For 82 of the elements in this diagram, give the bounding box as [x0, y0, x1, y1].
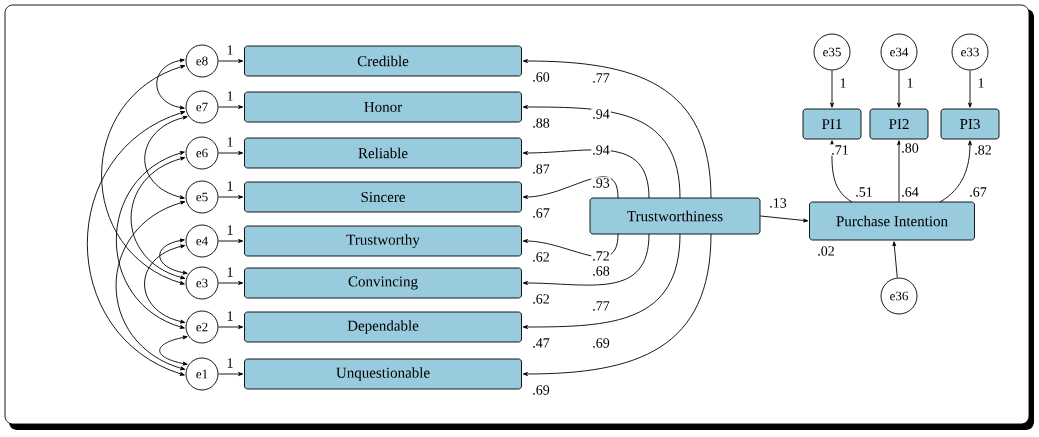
- edge-label: 1: [905, 77, 915, 89]
- arrow: [968, 70, 972, 108]
- coefficient-label: .51: [856, 187, 872, 197]
- edge-label: 1: [838, 77, 848, 89]
- coefficient-label: .02: [818, 246, 834, 256]
- edge-label: .72: [591, 250, 611, 262]
- edge-label: 1: [225, 310, 235, 322]
- edge-label: 1: [225, 266, 235, 278]
- coefficient-label: .47: [533, 338, 550, 348]
- arrow: [218, 151, 244, 155]
- variable-box: PI2: [869, 108, 929, 140]
- edge-label: .82: [973, 144, 993, 156]
- coefficient-label: .87: [533, 164, 550, 174]
- coefficient-label: .69: [533, 385, 550, 395]
- coefficient-label: .67: [970, 187, 987, 197]
- variable-box: Purchase Intention: [809, 201, 975, 241]
- variable-box: PI3: [940, 108, 1000, 140]
- curved-arrow: [522, 233, 650, 286]
- coefficient-label: .62: [533, 294, 549, 304]
- edge-label: 1: [225, 357, 235, 369]
- variable-box: Reliable: [244, 137, 522, 169]
- arrow: [939, 140, 972, 203]
- variable-box: Trustworthiness: [589, 197, 761, 235]
- coefficient-label: .88: [533, 118, 550, 128]
- covariance-arrow: [101, 64, 186, 285]
- curved-arrow: [522, 105, 681, 199]
- arrow: [218, 59, 244, 63]
- covariance-arrow: [115, 151, 185, 329]
- edge-label: .80: [900, 142, 920, 154]
- covariance-arrow: [86, 111, 186, 376]
- curved-arrow: [522, 233, 681, 329]
- edge-label: 1: [976, 77, 986, 89]
- edge-label: 1: [225, 136, 235, 148]
- edge-label: .68: [591, 265, 611, 277]
- variable-box: Trustworthy: [244, 225, 522, 257]
- edge-label: .71: [830, 144, 850, 156]
- covariance-arrow: [130, 156, 186, 280]
- arrow: [218, 239, 244, 243]
- arrow: [218, 195, 244, 199]
- edge-label: .93: [591, 177, 611, 189]
- variable-box: Unquestionable: [244, 358, 522, 390]
- curved-arrow: [522, 149, 650, 199]
- edge-label: .77: [591, 72, 611, 84]
- covariance-arrow: [159, 335, 188, 366]
- variable-box: Sincere: [244, 181, 522, 213]
- arrow: [892, 241, 898, 279]
- covariance-arrow: [156, 58, 185, 110]
- edge-label: 1: [225, 224, 235, 236]
- arrow: [897, 70, 901, 108]
- variable-box: Honor: [244, 91, 522, 123]
- curved-arrow: [522, 233, 619, 258]
- edge-label: .94: [591, 144, 611, 156]
- coefficient-label: .64: [902, 187, 919, 197]
- edge-label: .77: [591, 300, 611, 312]
- arrow: [830, 140, 853, 203]
- edge-label: 1: [225, 180, 235, 192]
- covariance-arrow: [144, 115, 188, 200]
- curved-arrow: [522, 233, 712, 376]
- covariance-arrow: [159, 238, 188, 275]
- curved-arrow: [522, 59, 712, 199]
- covariance-arrow: [144, 244, 186, 324]
- coefficient-label: .60: [533, 72, 550, 82]
- curved-arrow: [522, 176, 619, 199]
- covariance-arrow: [115, 200, 186, 371]
- variable-box: Convincing: [244, 267, 522, 299]
- edge-label: .69: [591, 337, 611, 349]
- edge-label: 1: [225, 90, 235, 102]
- arrow: [218, 325, 244, 329]
- edge-label: .13: [768, 197, 788, 209]
- variable-box: Dependable: [244, 311, 522, 343]
- arrow: [218, 105, 244, 109]
- variable-box: PI1: [802, 108, 862, 140]
- arrow: [830, 70, 834, 108]
- arrow: [897, 140, 901, 202]
- variable-box: Credible: [244, 45, 522, 77]
- coefficient-label: .62: [533, 252, 549, 262]
- edge-label: 1: [225, 44, 235, 56]
- edge-label: .94: [591, 108, 611, 120]
- coefficient-label: .67: [533, 208, 550, 218]
- arrow: [760, 215, 809, 223]
- arrow: [218, 281, 244, 285]
- arrow: [218, 372, 244, 376]
